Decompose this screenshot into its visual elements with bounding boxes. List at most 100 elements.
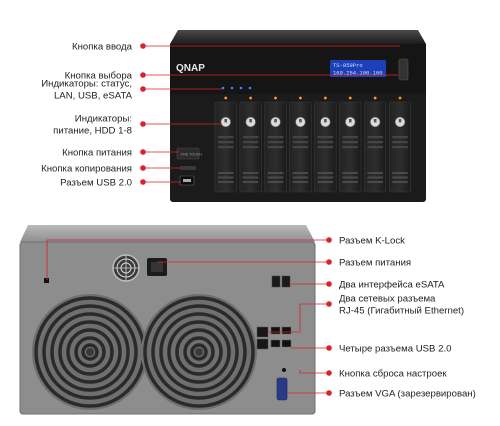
rear-chassis-top [20,225,315,242]
fan-hub [86,348,94,356]
callout-dot [140,165,146,171]
front-callout-text: Индикаторы: [75,114,132,125]
tray-vent [242,146,259,149]
rear-callout-text: Кнопка сброса настроек [339,369,447,380]
front-callout-text: Кнопка выбора [65,71,133,82]
drive-bay[interactable] [388,96,412,193]
tray-lock-keyhole [348,119,352,123]
rear-chassis-edge [19,241,316,415]
tray-lock-keyhole [224,119,228,123]
fan-grille-ring [167,320,231,384]
fan-grille-ring [58,320,122,384]
tray-vent [392,176,408,179]
tray-vent [342,136,358,139]
rear-callout-text: Два сетевых разъема [339,294,436,305]
rear-callout: Разъем K-Lock [46,236,405,280]
tray-vent [367,141,383,144]
tray-vent [367,176,383,179]
rear-fan [32,294,148,410]
led-esata [248,86,252,90]
tray-vent [317,141,334,144]
main-fans [32,294,257,410]
fan-grille-ring [74,336,106,368]
front-callout-text: Разъем USB 2.0 [60,178,132,189]
callout-dot [140,149,146,155]
usb-port-rear-4[interactable] [281,339,292,348]
tray-vent [242,136,259,139]
esata-port-1[interactable] [271,275,281,288]
drive-bay[interactable] [314,96,337,193]
callout-dot [140,72,146,78]
front-callout: Кнопка ввода [72,42,400,53]
drive-bay[interactable] [364,96,387,193]
led-status [221,86,225,90]
hdd-led [373,96,377,100]
drive-bay[interactable] [264,96,287,193]
tray-vent [218,172,234,174]
tray-vent [267,146,284,149]
nas-front-view: QNAP TS-859Pro 169.254.100.100 ONE TOUCH [170,30,426,202]
enter-select-buttons[interactable] [398,58,409,81]
tray-vent [317,181,334,183]
rear-callout-text: Два интерфейса eSATA [339,280,445,291]
tray-lock-keyhole [398,119,402,123]
usb-port-rear-1[interactable] [270,326,281,335]
esata-port-2[interactable] [281,275,291,288]
rear-callout: Кнопка сброса настроек [299,369,447,380]
brand-logo: QNAP [176,63,205,74]
drive-bay[interactable] [289,96,312,193]
lcd-line-1: TS-859Pro [333,62,363,69]
power-button[interactable] [176,147,200,160]
tray-vent [317,136,334,139]
tray-vent [267,181,284,183]
callout-dot [140,179,146,185]
tray-vent [218,136,234,139]
tray-vent [292,146,309,149]
tray-vent [342,146,358,149]
tray-lock-keyhole [324,119,327,123]
tray-vent [242,181,259,183]
tray-vent [367,172,383,174]
leader-line [299,370,329,374]
k-lock-slot[interactable] [44,278,49,283]
fan-grille-ring [50,312,130,392]
reset-button[interactable] [282,368,286,372]
usb-port-rear-3[interactable] [270,339,281,348]
fan-grille-ring [66,328,114,376]
tray-vent [392,146,408,149]
fan-grille-ring [42,304,138,400]
hdd-led [323,96,327,100]
copy-button[interactable] [180,166,196,170]
tray-vent [342,181,358,183]
copy-button-text: ONE TOUCH [181,153,203,157]
fan-hub [195,348,203,356]
fan-grille-ring [190,343,208,361]
tray-vent [242,172,259,174]
drive-bay[interactable] [239,96,262,193]
callout-dot [326,259,332,265]
rear-callout-text: Разъем VGA (зарезервирован) [339,389,476,400]
drive-bay[interactable] [214,96,237,193]
lcd-panel [330,60,386,77]
tray-lock-keyhole [274,119,277,123]
hdd-led [224,96,228,100]
usb-port-rear-2[interactable] [281,326,292,335]
rj45-port-1[interactable] [256,326,269,338]
vga-port[interactable] [276,377,288,401]
rj45-port-2[interactable] [256,338,269,350]
drive-bay[interactable] [339,96,362,193]
tray-vent [317,176,334,179]
hdd-led [398,96,402,100]
tray-vent [392,172,408,174]
tray-vent [342,176,358,179]
rear-callout: Разъем питания [157,258,411,269]
tray-vent [292,176,309,179]
front-callout-text: Кнопка питания [62,148,132,159]
front-callout-text: LAN, USB, eSATA [54,91,133,102]
front-callout: Индикаторы:питание, HDD 1-8 [53,114,222,137]
rear-callout: Разъем VGA (зарезервирован) [287,389,476,400]
fan-grille-ring [175,328,223,376]
front-callout-text: Кнопка ввода [72,42,133,53]
callout-dot [140,121,146,127]
